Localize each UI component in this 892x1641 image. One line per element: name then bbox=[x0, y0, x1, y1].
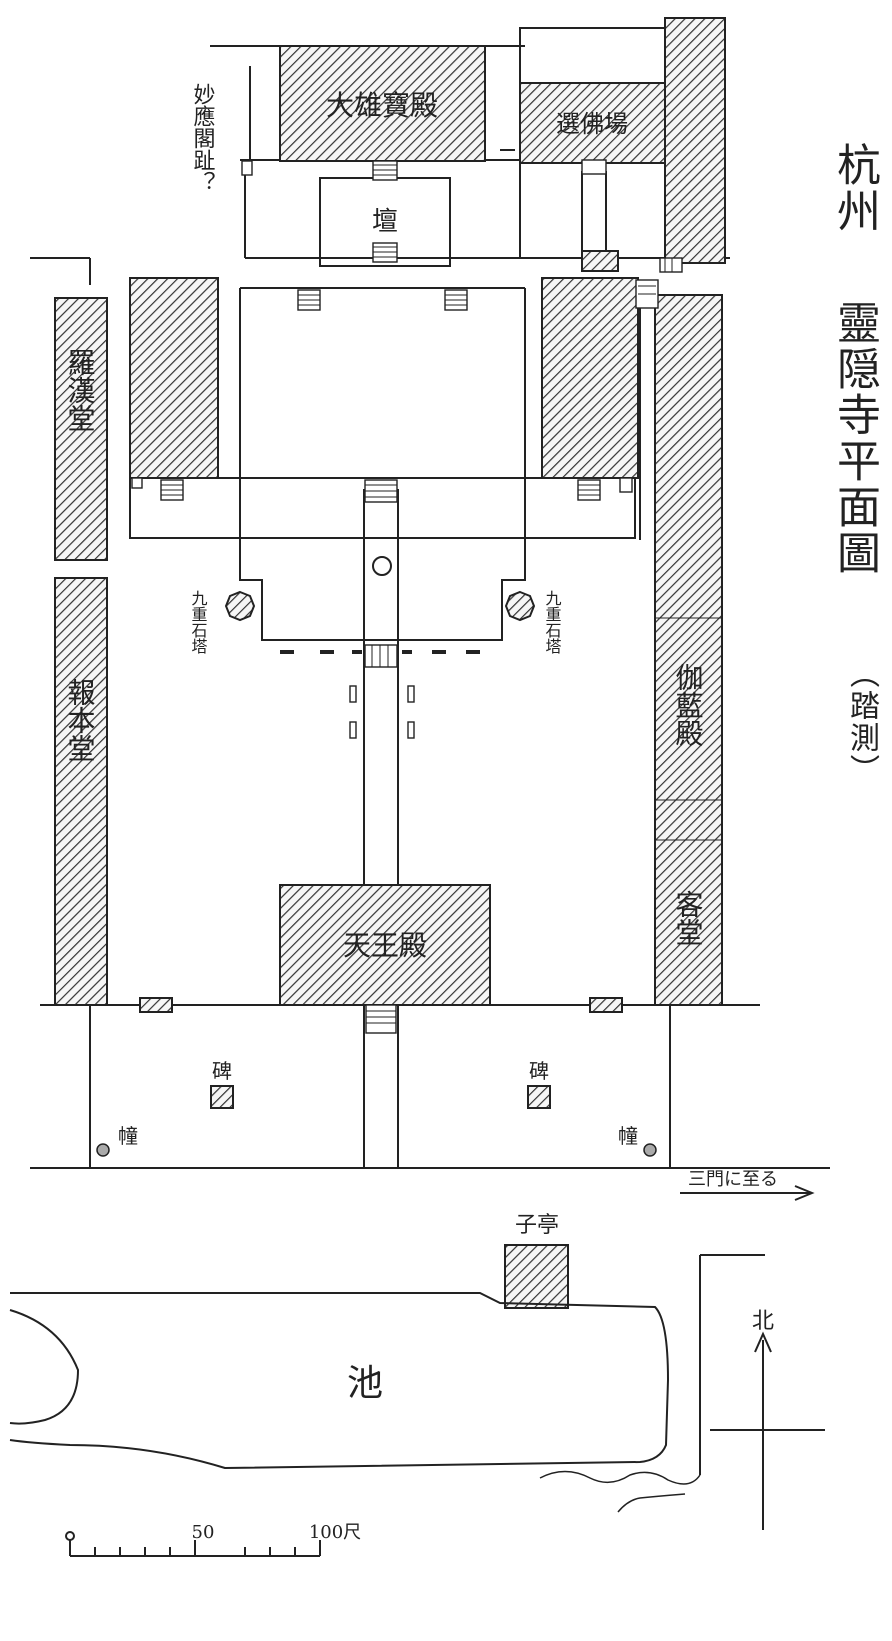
pond-outline bbox=[9, 1292, 670, 1470]
pagoda-west-label: 九重石塔 bbox=[189, 590, 208, 654]
east-tall-wing bbox=[664, 17, 726, 264]
stele-west-label: 碑 bbox=[212, 1059, 232, 1083]
banner-east-label: 幢 bbox=[618, 1124, 638, 1148]
pagoda-east-icon bbox=[504, 590, 536, 622]
banner-east-icon bbox=[643, 1143, 657, 1157]
pagoda-east-label: 九重石塔 bbox=[543, 590, 562, 654]
banner-west-icon bbox=[96, 1143, 110, 1157]
scale-mid-label: 50 bbox=[192, 1522, 215, 1543]
tianwang-hall-label: 天王殿 bbox=[343, 929, 427, 962]
title-line-1: 杭州 bbox=[829, 142, 880, 234]
north-label: 北 bbox=[752, 1309, 774, 1334]
north-arrow-icon bbox=[710, 1331, 825, 1530]
pagoda-west-icon bbox=[224, 590, 256, 622]
altar-label: 壇 bbox=[372, 207, 398, 237]
plan-title: 杭州 bbox=[808, 142, 880, 234]
baoben-hall bbox=[54, 577, 108, 1006]
title-line-3: （踏測） bbox=[844, 658, 879, 786]
daxiong-hall-label: 大雄寶殿 bbox=[326, 89, 438, 122]
stele-east-icon bbox=[527, 1085, 551, 1109]
east-wing-north bbox=[541, 277, 639, 479]
stele-east-label: 碑 bbox=[529, 1059, 549, 1083]
luohan-hall bbox=[54, 297, 108, 561]
daxiong-hall bbox=[279, 45, 486, 162]
pavilion bbox=[504, 1244, 569, 1309]
pavilion-label: 子亭 bbox=[515, 1213, 559, 1238]
qielan-hall-label: 伽藍殿 bbox=[672, 663, 705, 747]
luohan-hall-label: 羅漢堂 bbox=[64, 348, 97, 432]
pond-label: 池 bbox=[347, 1363, 383, 1404]
to-gate-label: 三門に至る bbox=[688, 1169, 778, 1190]
guest-hall-label: 客堂 bbox=[672, 890, 705, 946]
plan-title-2: 靈隠寺平面圖 bbox=[808, 300, 880, 576]
title-line-2: 靈隠寺平面圖 bbox=[829, 300, 880, 576]
miaoying-label: 妙應閣趾？ bbox=[190, 83, 216, 193]
plan-title-3: （踏測） bbox=[808, 658, 879, 786]
baoben-hall-label: 報本堂 bbox=[64, 678, 97, 762]
banner-west-label: 幢 bbox=[118, 1124, 138, 1148]
xuanfochang-label: 選佛場 bbox=[556, 110, 628, 138]
tianwang-hall bbox=[279, 884, 491, 1006]
scale-end-label: 100尺 bbox=[309, 1522, 361, 1543]
west-wing-north bbox=[129, 277, 219, 479]
scale-bar bbox=[65, 1531, 321, 1557]
stele-west-icon bbox=[210, 1085, 234, 1109]
qielan-hall bbox=[654, 294, 723, 1006]
